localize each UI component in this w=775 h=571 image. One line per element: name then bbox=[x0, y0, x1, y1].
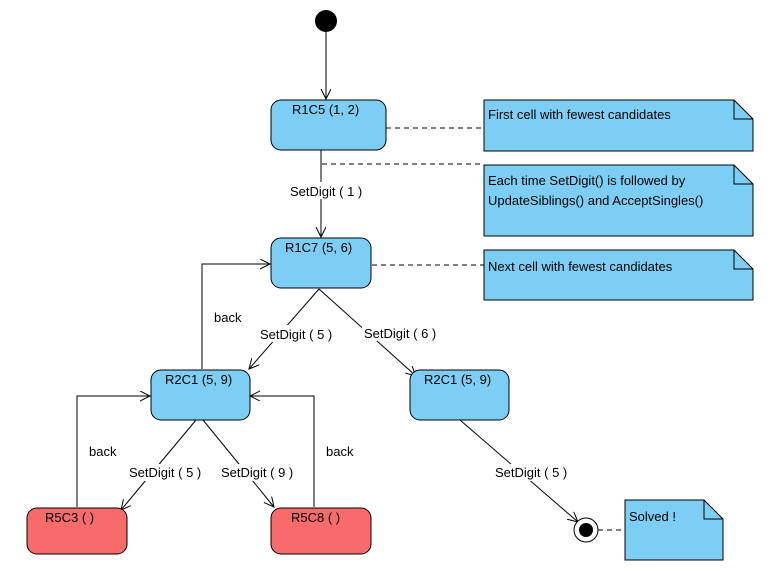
state-r5c3[interactable]: R5C3 ( ) bbox=[26, 507, 128, 555]
note-setdigit[interactable]: Each time SetDigit() is followed by Upda… bbox=[483, 164, 754, 237]
label-set5-right: SetDigit ( 5 ) bbox=[495, 465, 567, 480]
edge-back-top bbox=[201, 264, 270, 369]
state-r2c1-left[interactable]: R2C1 (5, 9) bbox=[150, 369, 251, 421]
label-set6: SetDigit ( 6 ) bbox=[364, 326, 436, 341]
note-solved-text: Solved ! bbox=[629, 509, 676, 524]
state-r1c5-label: R1C5 (1, 2) bbox=[292, 102, 359, 117]
final-node bbox=[573, 517, 599, 543]
transition-labels: SetDigit ( 1 ) SetDigit ( 5 ) SetDigit (… bbox=[89, 182, 575, 481]
note-connectors bbox=[322, 127, 624, 531]
label-set5-left: SetDigit ( 5 ) bbox=[129, 465, 201, 480]
label-back-top: back bbox=[214, 310, 242, 325]
note-first-cell-text: First cell with fewest candidates bbox=[488, 107, 671, 122]
state-r1c7-label: R1C7 (5, 6) bbox=[285, 240, 352, 255]
label-set9: SetDigit ( 9 ) bbox=[221, 465, 293, 480]
edge-set9 bbox=[202, 419, 274, 507]
state-r2c1-right-label: R2C1 (5, 9) bbox=[424, 372, 491, 387]
state-r5c3-label: R5C3 ( ) bbox=[45, 510, 94, 525]
state-r5c8-label: R5C8 ( ) bbox=[291, 510, 340, 525]
label-set5-top: SetDigit ( 5 ) bbox=[260, 327, 332, 342]
note-setdigit-line1: Each time SetDigit() is followed by bbox=[488, 173, 686, 188]
note-next-cell[interactable]: Next cell with fewest candidates bbox=[483, 249, 754, 301]
note-next-cell-text: Next cell with fewest candidates bbox=[488, 259, 673, 274]
state-r5c8[interactable]: R5C8 ( ) bbox=[270, 507, 372, 555]
note-first-cell[interactable]: First cell with fewest candidates bbox=[483, 99, 754, 152]
state-r2c1-left-label: R2C1 (5, 9) bbox=[165, 372, 232, 387]
label-set1: SetDigit ( 1 ) bbox=[290, 184, 362, 199]
state-r2c1-right[interactable]: R2C1 (5, 9) bbox=[409, 369, 510, 421]
edge-back-right bbox=[250, 396, 315, 507]
initial-node bbox=[315, 10, 337, 32]
label-back-right: back bbox=[326, 444, 354, 459]
label-back-left: back bbox=[89, 444, 117, 459]
note-solved[interactable]: Solved ! bbox=[624, 499, 724, 561]
state-r1c5[interactable]: R1C5 (1, 2) bbox=[270, 99, 387, 151]
edge-back-left bbox=[76, 396, 150, 507]
note-setdigit-line2: UpdateSiblings() and AcceptSingles() bbox=[488, 193, 703, 208]
state-r1c7[interactable]: R1C7 (5, 6) bbox=[270, 237, 372, 289]
